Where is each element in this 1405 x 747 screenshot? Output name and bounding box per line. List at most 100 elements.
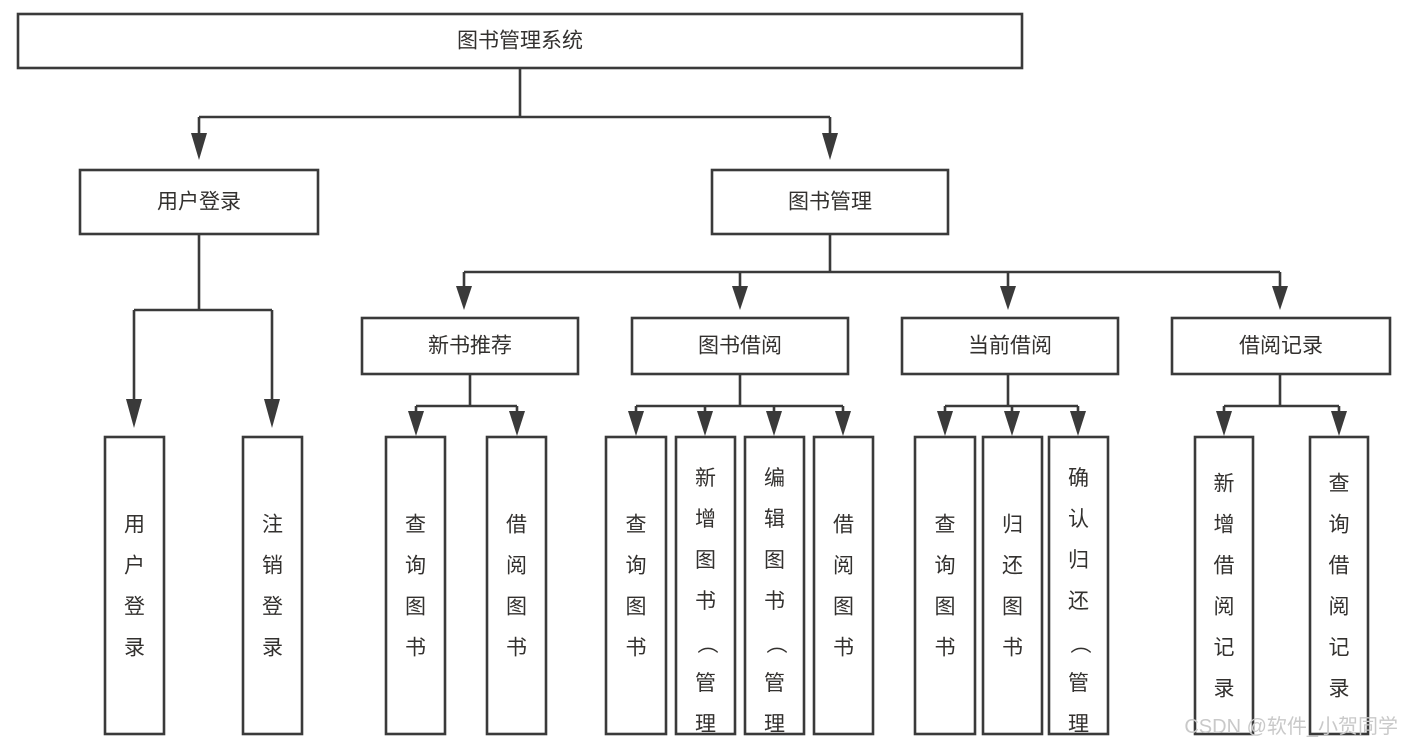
- leaf-label-glyph: 图: [506, 596, 527, 619]
- leaf-box-add-book-admin[interactable]: [674, 435, 737, 736]
- arrow-head-new-book-rec: [456, 286, 472, 310]
- node-current-borrow-label: 当前借阅: [968, 335, 1052, 358]
- connector-group-borrow-record: [1216, 374, 1347, 436]
- leaf-label-glyph: 书: [1002, 637, 1023, 660]
- leaf-box-return-book[interactable]: [981, 435, 1044, 736]
- leaf-box-query-borrow-record[interactable]: [1308, 435, 1370, 736]
- leaf-label-glyph: 认: [1068, 508, 1089, 531]
- leaf-label-glyph: 借: [1329, 555, 1350, 578]
- node-current-borrow[interactable]: 当前借阅: [900, 316, 1120, 376]
- leaf-label-glyph: 借: [1214, 555, 1235, 578]
- node-borrow-record-label: 借阅记录: [1239, 335, 1323, 358]
- connector-group-current-borrow: [937, 374, 1086, 436]
- leaf-label-glyph: 用: [124, 514, 145, 537]
- leaf-box-query-book-cb[interactable]: [913, 435, 977, 736]
- leaf-box-borrow-book-bb[interactable]: [812, 435, 875, 736]
- node-current-borrow-box[interactable]: [900, 316, 1120, 376]
- leaf-label-glyph: 增: [695, 508, 716, 531]
- leaf-label-glyph: 确: [1068, 467, 1089, 490]
- leaf-label-glyph: （: [695, 633, 718, 654]
- leaf-label-glyph: 录: [262, 637, 283, 660]
- arrow-head-cb-leaf-2: [1004, 411, 1020, 436]
- leaf-label-glyph: 借: [506, 514, 527, 537]
- leaf-label-glyph: 询: [405, 555, 426, 578]
- leaf-label-glyph: 新: [1214, 473, 1235, 496]
- leaf-label-glyph: 查: [405, 514, 426, 537]
- node-user-login[interactable]: 用户登录: [78, 168, 320, 236]
- leaf-box-edit-book-admin[interactable]: [743, 435, 806, 736]
- node-new-book-recommend-label: 新书推荐: [428, 335, 512, 358]
- leaf-label-glyph: 书: [405, 637, 426, 660]
- leaf-label-glyph: 录: [124, 637, 145, 660]
- node-root[interactable]: 图书管理系统: [16, 12, 1024, 70]
- arrow-head-br-leaf-1: [1216, 411, 1232, 436]
- leaf-label-glyph: 登: [124, 596, 145, 619]
- leaf-label-glyph: 阅: [1214, 596, 1235, 619]
- leaf-box-logout[interactable]: [241, 435, 304, 736]
- arrow-head-br-leaf-2: [1331, 411, 1347, 436]
- leaf-label-glyph: 书: [935, 637, 956, 660]
- leaf-box-query-book-nb[interactable]: [384, 435, 447, 736]
- leaf-label-glyph: 书: [764, 590, 785, 613]
- node-borrow-record-box[interactable]: [1170, 316, 1392, 376]
- node-new-book-recommend[interactable]: 新书推荐: [360, 316, 580, 376]
- leaf-label-user-login: 用户登录: [124, 514, 145, 660]
- leaf-label-glyph: 记: [1214, 637, 1235, 660]
- leaf-box-add-borrow-record[interactable]: [1193, 435, 1255, 736]
- leaf-label-glyph: 理: [1068, 713, 1089, 736]
- leaf-label-glyph: 图: [405, 596, 426, 619]
- node-root-box[interactable]: [16, 12, 1024, 70]
- leaf-label-glyph: 管: [1068, 672, 1089, 695]
- leaf-label-glyph: （: [1068, 633, 1091, 654]
- arrow-head-borrow-record: [1272, 286, 1288, 310]
- arrow-head-nb-leaf-1: [408, 411, 424, 436]
- leaf-label-glyph: 辑: [764, 508, 785, 531]
- leaf-label-glyph: 录: [1214, 678, 1235, 701]
- leaf-label-glyph: 询: [626, 555, 647, 578]
- node-book-borrow[interactable]: 图书借阅: [630, 316, 850, 376]
- connector-group-book-mgmt: [456, 234, 1288, 310]
- connector-group-root: [191, 68, 838, 160]
- leaf-label-glyph: 阅: [506, 555, 527, 578]
- arrow-head-leaf-user-login: [126, 399, 142, 428]
- leaf-labels: 用户登录注销登录查询图书借阅图书查询图书新增图书（管理员）编辑图书（管理员）借阅…: [124, 467, 1350, 736]
- leaf-label-glyph: 归: [1068, 549, 1089, 572]
- leaf-label-glyph: 增: [1214, 514, 1235, 537]
- leaf-label-glyph: 查: [935, 514, 956, 537]
- node-root-label: 图书管理系统: [457, 30, 583, 53]
- leaf-label-glyph: 销: [262, 555, 283, 578]
- arrow-head-bb-leaf-4: [835, 411, 851, 436]
- arrow-head-user-login: [191, 133, 207, 160]
- leaf-label-glyph: 阅: [833, 555, 854, 578]
- node-book-borrow-box[interactable]: [630, 316, 850, 376]
- leaf-label-glyph: 新: [695, 467, 716, 490]
- node-book-management-label: 图书管理: [788, 191, 872, 214]
- leaf-box-borrow-book-nb[interactable]: [485, 435, 548, 736]
- leaf-box-confirm-return-admin[interactable]: [1047, 435, 1110, 736]
- node-book-management[interactable]: 图书管理: [710, 168, 950, 236]
- arrow-head-leaf-logout: [264, 399, 280, 428]
- node-new-book-recommend-box[interactable]: [360, 316, 580, 376]
- node-book-management-box[interactable]: [710, 168, 950, 236]
- leaf-label-glyph: 图: [764, 549, 785, 572]
- leaf-label-glyph: 询: [935, 555, 956, 578]
- arrow-head-current-borrow: [1000, 286, 1016, 310]
- leaf-label-glyph: 登: [262, 596, 283, 619]
- leaf-label-glyph: （: [764, 633, 787, 654]
- leaf-box-query-book-bb[interactable]: [604, 435, 668, 736]
- node-borrow-record[interactable]: 借阅记录: [1170, 316, 1392, 376]
- leaf-label-glyph: 阅: [1329, 596, 1350, 619]
- node-user-login-box[interactable]: [78, 168, 320, 236]
- arrow-head-book-borrow: [732, 286, 748, 310]
- leaf-box-user-login[interactable]: [103, 435, 166, 736]
- leaf-label-glyph: 查: [626, 514, 647, 537]
- csdn-watermark: CSDN @软件_小贺同学: [1184, 715, 1398, 738]
